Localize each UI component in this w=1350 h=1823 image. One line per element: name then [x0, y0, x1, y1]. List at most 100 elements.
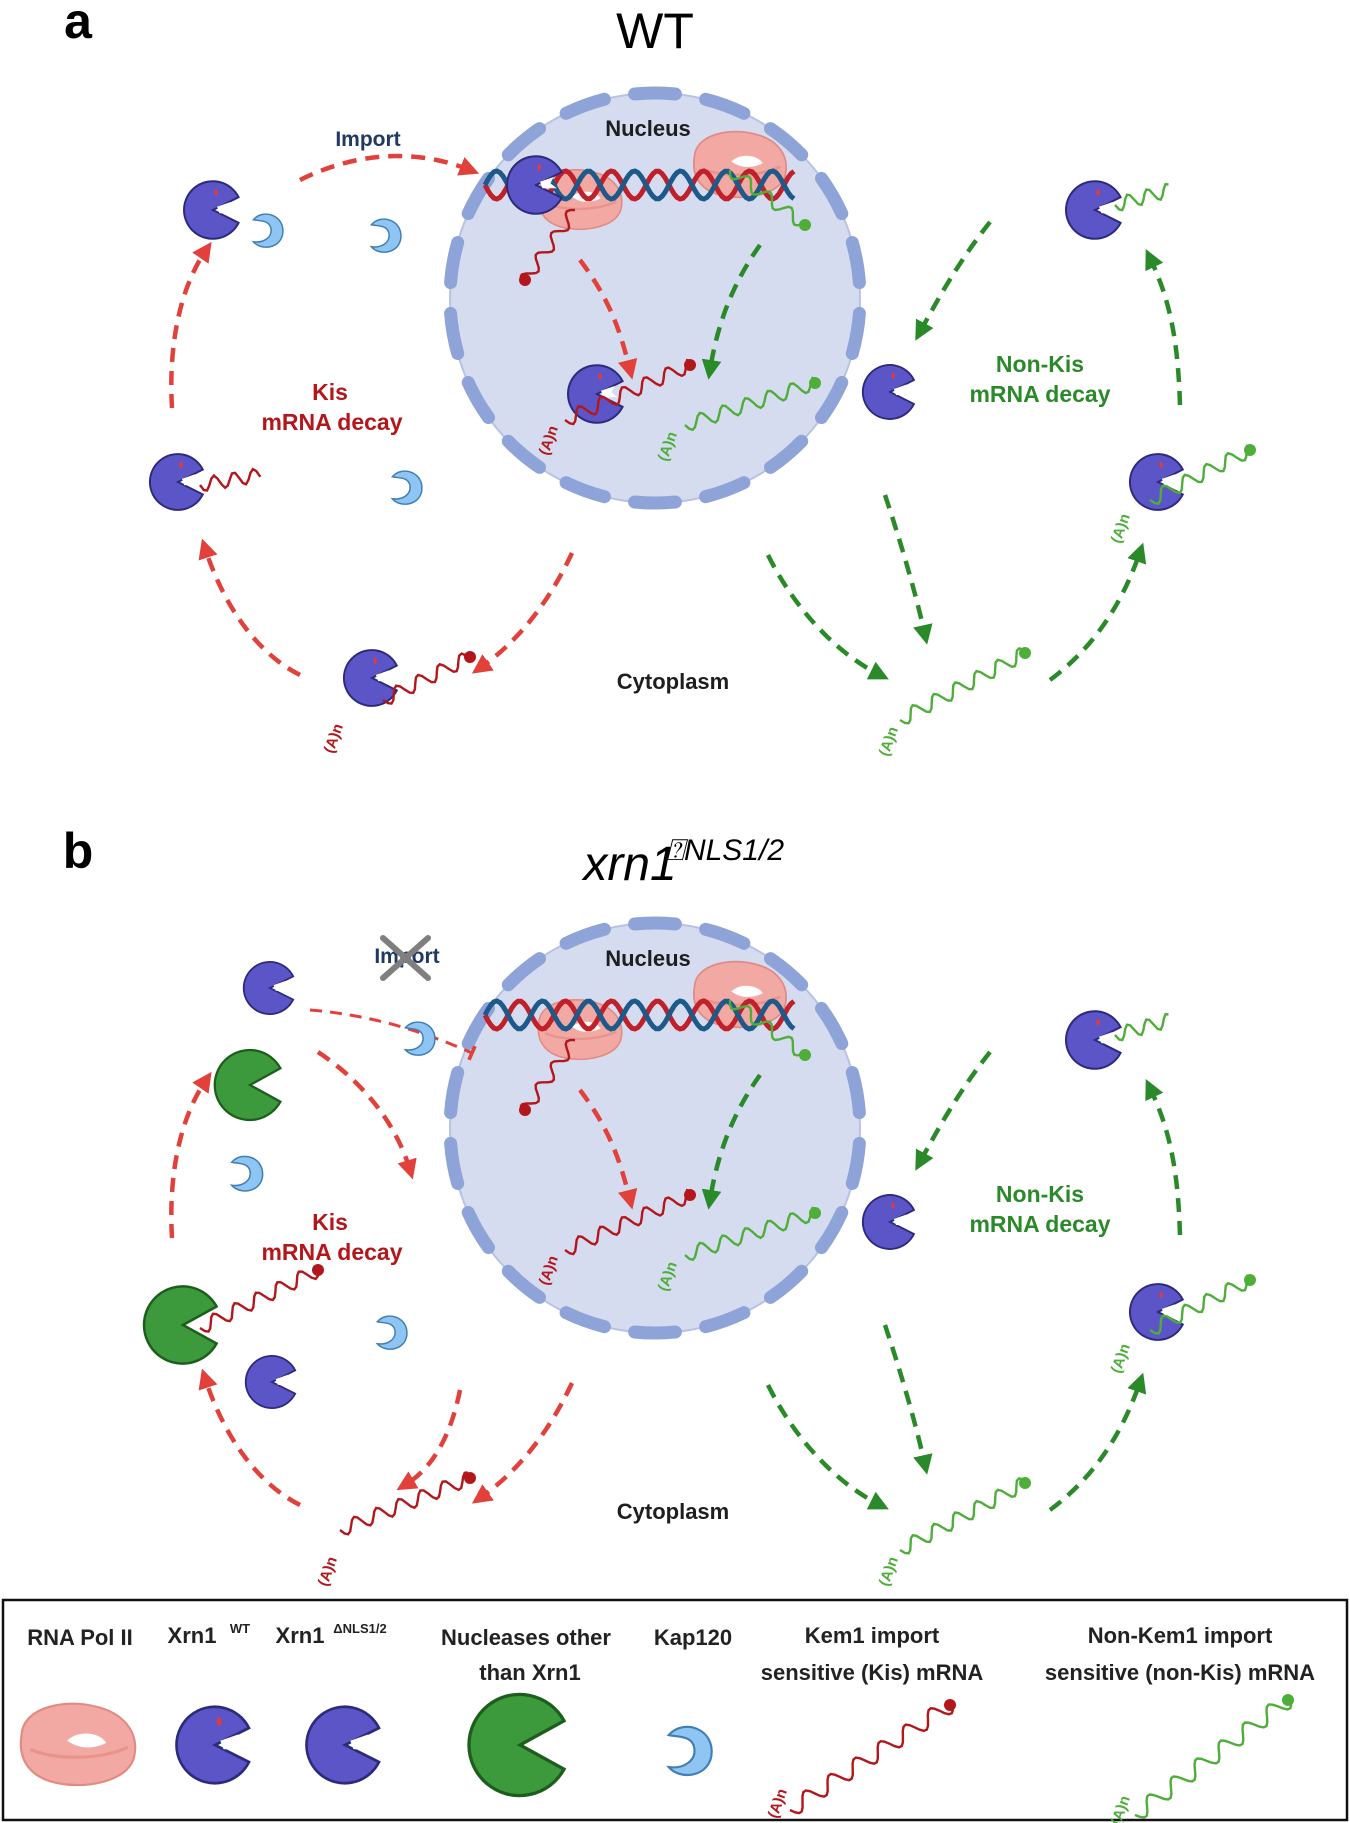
nuclear-envelope-segment — [845, 306, 866, 360]
nonkis-mrna-bound — [1149, 1274, 1249, 1335]
kap120-icon — [376, 1315, 408, 1350]
legend-kis-mrna-cap — [944, 1699, 956, 1711]
kis-mrna-cytoplasm-cap — [464, 1472, 476, 1484]
cycle-arrow-right-bottom — [1048, 1372, 1147, 1512]
kis-mrna-cytoplasm — [382, 652, 472, 705]
nuclear-envelope-segment — [845, 236, 866, 290]
import-blocked-cross-icon — [380, 935, 431, 981]
nuclear-envelope-segment — [501, 952, 546, 992]
legend-xrn1wt-sup: WT — [230, 1621, 250, 1636]
kis-mrna-decaying — [199, 467, 262, 492]
panel-title: xrn1 — [581, 838, 676, 891]
panel-title: WT — [616, 3, 694, 59]
nascent-nonkis-mrna — [728, 999, 808, 1057]
nuclear-envelope-segment — [764, 952, 809, 992]
cycle-arrow-right-up — [1145, 249, 1183, 406]
nonkis-decay-label: mRNA decay — [969, 1211, 1110, 1237]
legend-pol2-label: RNA Pol II — [27, 1625, 133, 1650]
cycle-arrow-right-down — [915, 220, 992, 341]
kis-decay-label: Kis — [312, 1209, 348, 1235]
nuclear-envelope-segment — [444, 236, 465, 290]
kap120-icon — [404, 1021, 436, 1056]
kis-mrna-nuclear — [564, 358, 689, 426]
nonkis-mrna-nuclear — [684, 376, 815, 432]
nuclear-envelope-segment — [628, 86, 682, 101]
kis-mrna-nuclear-cap — [684, 359, 696, 371]
xrn1-free — [861, 1194, 915, 1250]
kap120-icon — [252, 213, 284, 249]
nuclear-envelope-segment — [815, 171, 849, 221]
legend-nucleases-label: Nucleases other — [441, 1625, 611, 1650]
nascent-nonkis-mrna-cap — [799, 219, 811, 231]
kis-mrna-nuclear — [564, 1188, 689, 1256]
cytoplasm-arrow-kis — [471, 1382, 575, 1504]
nascent-nonkis-mrna-cap — [799, 1049, 811, 1061]
xrn1-decaying-nonkis — [1065, 1010, 1122, 1070]
kis-decay-label: Kis — [312, 379, 348, 405]
nonkis-mrna-bound-cap — [1244, 444, 1256, 456]
kap120-icon — [370, 218, 402, 253]
nonkis-mrna-decaying — [1114, 1012, 1169, 1042]
cycle-arrow-left-up — [169, 241, 212, 409]
legend-kis-label: Kem1 import — [805, 1623, 940, 1648]
xrn1-bound-nonkis-mrna — [1128, 453, 1184, 511]
nonkis-mrna-nuclear-cap — [809, 377, 821, 389]
cytoplasm-arrow-kis — [396, 1389, 463, 1491]
nuclear-envelope-segment — [559, 92, 611, 120]
nascent-kis-mrna — [519, 208, 576, 278]
nonkis-mrna-cytoplasm-cap — [1019, 647, 1031, 659]
nuclear-envelope-segment — [764, 122, 809, 162]
nuclease-other-than-xrn1 — [142, 1285, 218, 1365]
nuclear-envelope-segment — [461, 375, 495, 425]
cytoplasm-arrow-nonkis-a — [882, 494, 933, 645]
legend-nonkis-label: sensitive (non-Kis) mRNA — [1045, 1660, 1315, 1685]
kap120-icon — [230, 1155, 264, 1192]
xrn1-decaying-kis — [148, 453, 204, 511]
nuclear-envelope-segment — [628, 495, 682, 510]
xrn1-dnls — [244, 1354, 297, 1410]
nonkis-mrna-cytoplasm — [899, 1477, 1024, 1555]
kis-mrna-cytoplasm — [339, 1471, 468, 1536]
polya-tail: (A)n — [876, 724, 902, 758]
nonkis-mrna-bound-cap — [1244, 1274, 1256, 1286]
import-arrow — [298, 153, 480, 183]
nuclear-envelope-segment — [699, 922, 751, 950]
cycle-arrow-left-down — [198, 1368, 302, 1508]
xrn1-bound-kis-mrna — [342, 649, 398, 707]
nuclear-envelope-segment — [628, 916, 682, 931]
nuclear-envelope-segment — [461, 1205, 495, 1255]
nuclease-other-than-xrn1 — [213, 1048, 282, 1122]
nuclear-envelope-segment — [845, 1066, 866, 1120]
nuclear-envelope-segment — [444, 1136, 465, 1190]
panel-letter: b — [63, 823, 94, 879]
nuclear-envelope-segment — [845, 1136, 866, 1190]
nonkis-mrna-cytoplasm-cap — [1019, 1477, 1031, 1489]
nucleus-label: Nucleus — [605, 946, 691, 971]
cycle-arrow-right-down — [915, 1050, 992, 1171]
nuclear-envelope-segment — [699, 92, 751, 120]
nuclear-envelope-segment — [501, 1264, 546, 1304]
export-arrow-nonkis — [701, 1073, 762, 1210]
legend-xrn1dnls-sup: ΔNLS1/2 — [333, 1621, 386, 1636]
legend-kap120-label: Kap120 — [654, 1625, 732, 1650]
nuclear-envelope-segment — [815, 1001, 849, 1051]
kis-mrna-nuclear-cap — [684, 1189, 696, 1201]
nuclear-envelope-segment — [628, 1325, 682, 1340]
cytoplasm-arrow-nonkis-b — [765, 554, 889, 680]
legend-nonkis-mrna — [1134, 1703, 1293, 1819]
nuclear-envelope-segment — [501, 434, 546, 474]
import-label: Import — [335, 128, 400, 151]
cycle-arrow-nuclease-to-nucleus — [316, 1050, 417, 1180]
legend-xrn1wt-label: Xrn1 — [168, 1623, 217, 1648]
kis-mrna-decaying — [199, 1270, 320, 1333]
nuclear-envelope-segment — [699, 476, 751, 504]
legend-nucleases-label: than Xrn1 — [479, 1660, 580, 1685]
xrn1-dnls — [242, 960, 295, 1016]
nascent-kis-mrna-cap — [519, 274, 531, 286]
legend-xrn1dnls-label: Xrn1 — [276, 1623, 325, 1648]
kis-decay-label: mRNA decay — [261, 1239, 402, 1265]
nuclear-envelope-segment — [815, 1205, 849, 1255]
dna-strand-blue — [482, 998, 796, 1032]
